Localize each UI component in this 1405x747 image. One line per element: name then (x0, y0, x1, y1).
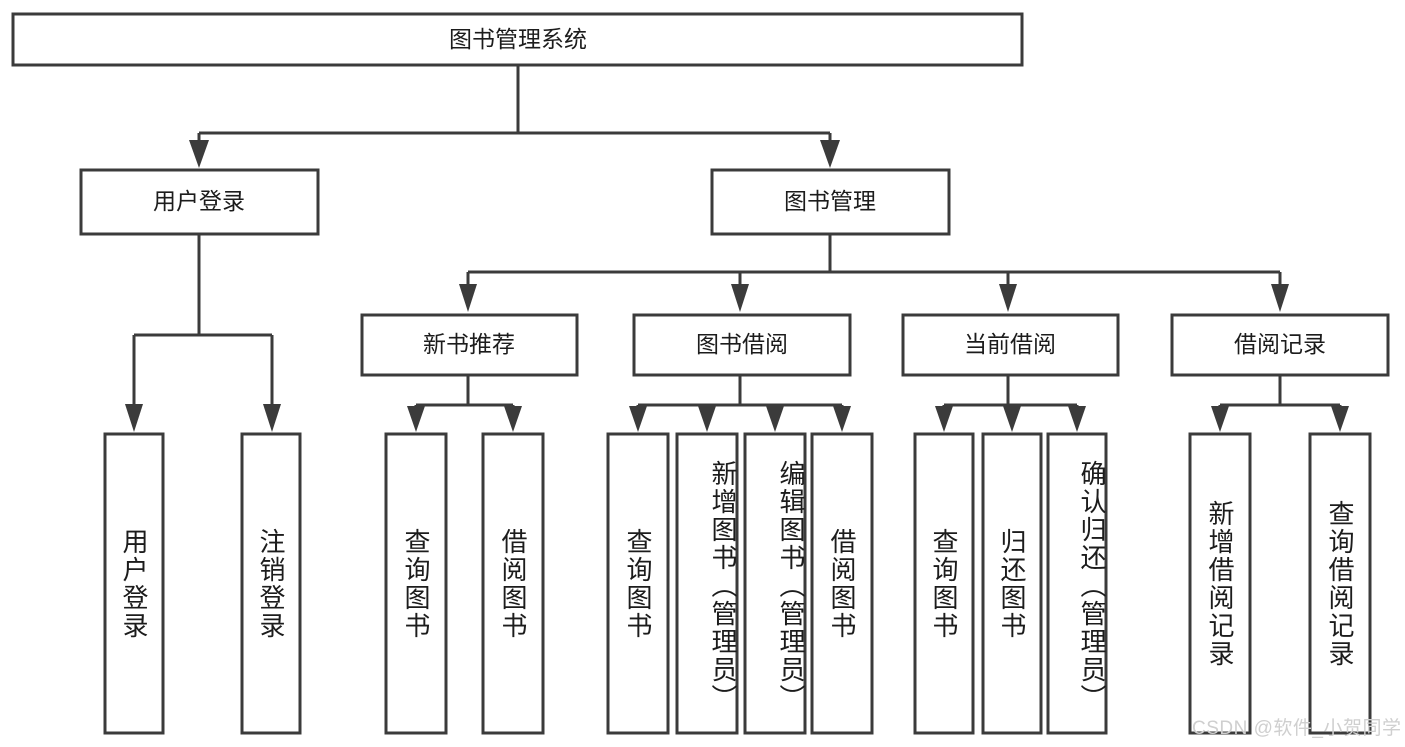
node-book-borrow-label: 图书借阅 (696, 331, 788, 357)
arrow-head-user-login (189, 140, 209, 168)
arrow-head-leaf-add-record (1211, 406, 1229, 432)
arrow-head-leaf-edit-book (766, 406, 784, 432)
node-new-book-recommend[interactable]: 新书推荐 (360, 313, 579, 377)
arrow-head-leaf-confirm-return (1068, 406, 1086, 432)
arrow-head-leaf-return-book (1003, 406, 1021, 432)
node-current-borrow[interactable]: 当前借阅 (901, 313, 1120, 377)
node-book-manage[interactable]: 图书管理 (710, 168, 951, 236)
arrow-head-leaf-user-login (125, 404, 143, 432)
leaf-add-book-box[interactable] (675, 432, 739, 735)
node-user-login-label: 用户登录 (153, 188, 245, 214)
node-book-manage-box[interactable] (710, 168, 951, 236)
leaf-query-book-1-box[interactable] (384, 432, 448, 735)
arrow-head-leaf-borrow-book-1 (504, 406, 522, 432)
leaf-logout-box[interactable] (240, 432, 302, 735)
arrow-head-leaf-add-book (698, 406, 716, 432)
leaf-user-login-box[interactable] (103, 432, 165, 735)
csdn-watermark: CSDN @软件_小贺同学 (1192, 718, 1402, 739)
node-user-login[interactable]: 用户登录 (79, 168, 320, 236)
node-book-borrow[interactable]: 图书借阅 (632, 313, 852, 377)
node-root-box[interactable] (11, 12, 1024, 67)
arrow-head-leaf-query-record (1331, 406, 1349, 432)
node-borrow-record-label: 借阅记录 (1234, 331, 1326, 357)
leaf-confirm-return-box[interactable] (1046, 432, 1108, 735)
arrow-head-new-book-recommend (459, 284, 477, 312)
node-root-label: 图书管理系统 (449, 26, 587, 52)
node-book-borrow-box[interactable] (632, 313, 852, 377)
node-current-borrow-label: 当前借阅 (964, 331, 1056, 357)
arrow-head-leaf-borrow-book-2 (833, 406, 851, 432)
arrow-head-book-manage (820, 140, 840, 168)
arrow-head-current-borrow (999, 284, 1017, 312)
leaf-edit-book-box[interactable] (743, 432, 807, 735)
arrow-head-leaf-query-book-2 (629, 406, 647, 432)
arrow-head-book-borrow (731, 284, 749, 312)
node-user-login-box[interactable] (79, 168, 320, 236)
connectors (125, 65, 1349, 432)
node-new-book-recommend-label: 新书推荐 (423, 331, 515, 357)
leaf-query-record-box[interactable] (1308, 432, 1372, 735)
arrow-head-leaf-query-book-3 (935, 406, 953, 432)
node-new-book-recommend-box[interactable] (360, 313, 579, 377)
leaf-query-book-3-box[interactable] (913, 432, 975, 735)
leaf-return-book-box[interactable] (981, 432, 1043, 735)
leaf-borrow-book-1-box[interactable] (481, 432, 545, 735)
node-root[interactable]: 图书管理系统 (11, 12, 1024, 67)
leaf-add-record-box[interactable] (1188, 432, 1252, 735)
arrow-head-leaf-logout (263, 404, 281, 432)
leaf-query-book-2-box[interactable] (606, 432, 670, 735)
node-borrow-record[interactable]: 借阅记录 (1170, 313, 1390, 377)
node-book-manage-label: 图书管理 (784, 188, 876, 214)
leaf-boxes (103, 432, 1372, 735)
node-borrow-record-box[interactable] (1170, 313, 1390, 377)
leaf-borrow-book-2-box[interactable] (810, 432, 874, 735)
arrow-head-leaf-query-book-1 (407, 406, 425, 432)
node-current-borrow-box[interactable] (901, 313, 1120, 377)
arrow-head-borrow-record (1271, 284, 1289, 312)
